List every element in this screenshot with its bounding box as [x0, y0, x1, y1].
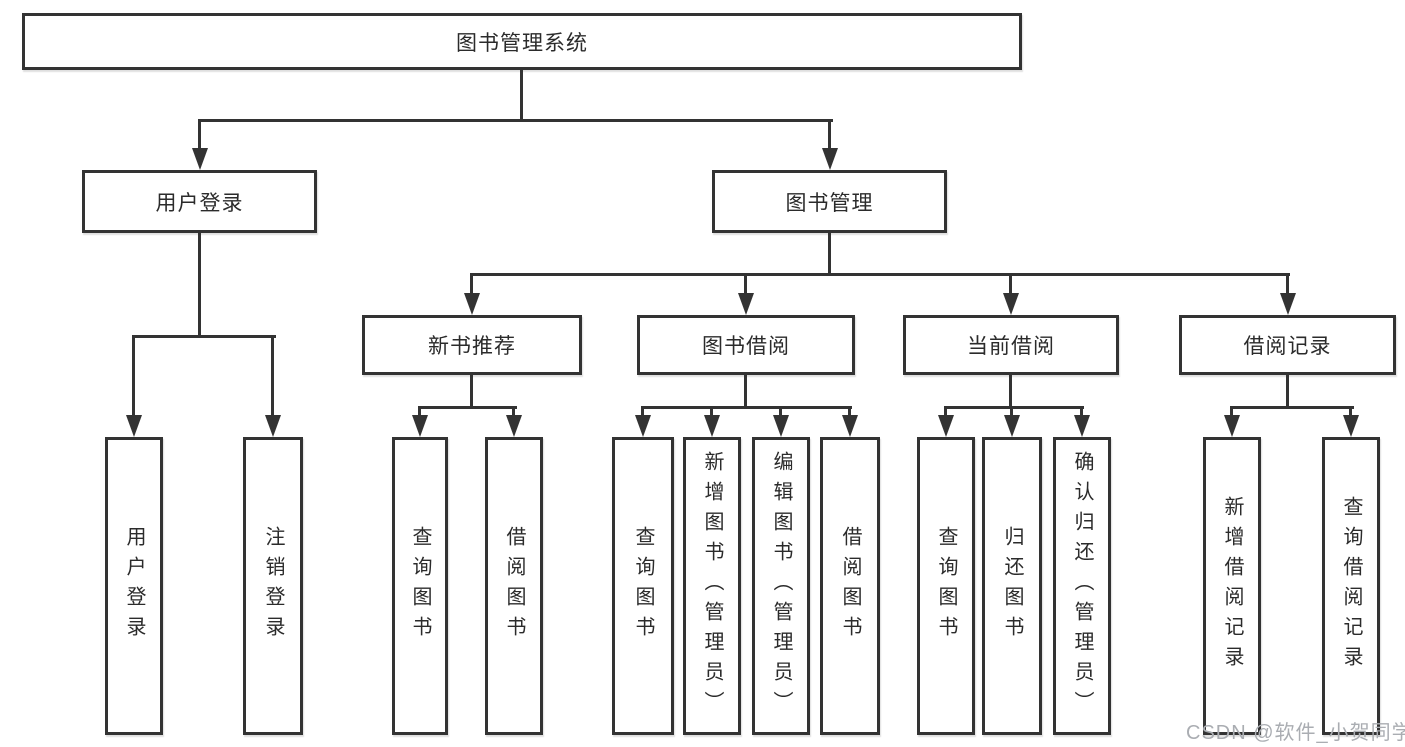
node-book-management-branch: 图书管理 [712, 170, 947, 233]
arrowhead-down-icon [1003, 293, 1019, 315]
connector-leaf-drop [848, 406, 851, 418]
leaf-borrowing-add-books-admin-label: 新增图书（管理员） [701, 451, 723, 721]
node-new-book-recommend-label: 新书推荐 [428, 335, 516, 358]
leaf-records-add-borrow-record-label: 新增借阅记录 [1221, 496, 1243, 676]
arrowhead-down-icon [464, 293, 480, 315]
node-root: 图书管理系统 [22, 13, 1022, 70]
node-user-login-branch: 用户登录 [82, 170, 317, 233]
leaf-current-confirm-return-admin: 确认归还（管理员） [1053, 437, 1111, 735]
connector-group-crossbar [641, 406, 852, 409]
connector-leaf-drop [132, 335, 135, 417]
connector-user-branch-crossbar [132, 335, 276, 338]
leaf-records-add-borrow-record: 新增借阅记录 [1203, 437, 1261, 735]
connector-user-branch-stem [198, 233, 201, 337]
connector-leaf-drop [710, 406, 713, 418]
leaf-borrowing-borrow-books: 借阅图书 [820, 437, 880, 735]
arrowhead-down-icon [842, 415, 858, 437]
leaf-borrowing-query-books: 查询图书 [612, 437, 674, 735]
leaf-borrowing-edit-books-admin-label: 编辑图书（管理员） [770, 451, 792, 721]
arrowhead-down-icon [265, 415, 281, 437]
node-user-login-branch-label: 用户登录 [155, 191, 244, 215]
leaf-current-query-books-label: 查询图书 [935, 526, 957, 646]
node-book-borrowing: 图书借阅 [637, 315, 855, 375]
connector-group-stem [744, 375, 747, 408]
node-borrowing-records-label: 借阅记录 [1243, 335, 1332, 358]
leaf-records-query-borrow-record-label: 查询借阅记录 [1340, 496, 1362, 676]
leaf-user-login: 用户登录 [105, 437, 163, 735]
connector-cat-drop [470, 273, 473, 295]
connector-cat-drop [744, 273, 747, 295]
connector-book-mgmt-drop [828, 119, 831, 149]
connector-leaf-drop [512, 406, 515, 418]
arrowhead-down-icon [412, 415, 428, 437]
arrowhead-down-icon [1074, 415, 1090, 437]
connector-leaf-drop [1080, 406, 1083, 418]
connector-leaf-drop [418, 406, 421, 418]
watermark: CSDN @软件_小贺同学 [1186, 722, 1405, 744]
leaf-newbook-query-books-label: 查询图书 [409, 526, 431, 646]
node-root-label: 图书管理系统 [456, 31, 588, 55]
arrowhead-down-icon [1343, 415, 1359, 437]
arrowhead-down-icon [738, 293, 754, 315]
arrowhead-down-icon [822, 148, 838, 170]
arrowhead-down-icon [506, 415, 522, 437]
arrowhead-down-icon [773, 415, 789, 437]
leaf-current-return-books: 归还图书 [982, 437, 1042, 735]
node-current-borrowing: 当前借阅 [903, 315, 1119, 375]
connector-book-branch-stem [828, 233, 831, 275]
arrowhead-down-icon [635, 415, 651, 437]
connector-cat-drop [1286, 273, 1289, 295]
node-book-borrowing-label: 图书借阅 [702, 335, 790, 358]
leaf-current-confirm-return-admin-label: 确认归还（管理员） [1071, 451, 1093, 721]
arrowhead-down-icon [1004, 415, 1020, 437]
connector-group-crossbar [1230, 406, 1354, 409]
connector-leaf-drop [1349, 406, 1352, 418]
connector-leaf-drop [641, 406, 644, 418]
node-new-book-recommend: 新书推荐 [362, 315, 582, 375]
connector-leaf-drop [271, 335, 274, 417]
connector-group-crossbar [418, 406, 517, 409]
connector-group-stem [1286, 375, 1289, 408]
connector-leaf-drop [779, 406, 782, 418]
leaf-records-query-borrow-record: 查询借阅记录 [1322, 437, 1380, 735]
leaf-current-query-books: 查询图书 [917, 437, 975, 735]
connector-leaf-drop [1230, 406, 1233, 418]
leaf-newbook-borrow-books-label: 借阅图书 [503, 526, 525, 646]
leaf-newbook-query-books: 查询图书 [392, 437, 448, 735]
connector-leaf-drop [1010, 406, 1013, 418]
arrowhead-down-icon [704, 415, 720, 437]
leaf-logout-label: 注销登录 [262, 526, 284, 646]
connector-group-stem [1009, 375, 1012, 408]
leaf-current-return-books-label: 归还图书 [1001, 526, 1023, 646]
node-borrowing-records: 借阅记录 [1179, 315, 1396, 375]
arrowhead-down-icon [1224, 415, 1240, 437]
connector-root-crossbar [198, 119, 833, 122]
arrowhead-down-icon [1280, 293, 1296, 315]
leaf-user-login-label: 用户登录 [123, 526, 145, 646]
node-book-management-branch-label: 图书管理 [785, 191, 874, 215]
leaf-borrowing-edit-books-admin: 编辑图书（管理员） [752, 437, 810, 735]
arrowhead-down-icon [938, 415, 954, 437]
leaf-newbook-borrow-books: 借阅图书 [485, 437, 543, 735]
connector-user-login-drop [198, 119, 201, 149]
arrowhead-down-icon [126, 415, 142, 437]
leaf-logout: 注销登录 [243, 437, 303, 735]
connector-cat-drop [1009, 273, 1012, 295]
leaf-borrowing-query-books-label: 查询图书 [632, 526, 654, 646]
arrowhead-down-icon [192, 148, 208, 170]
node-current-borrowing-label: 当前借阅 [967, 335, 1055, 358]
leaf-borrowing-borrow-books-label: 借阅图书 [839, 526, 861, 646]
connector-book-branch-crossbar [470, 273, 1290, 276]
connector-group-stem [470, 375, 473, 408]
leaf-borrowing-add-books-admin: 新增图书（管理员） [683, 437, 741, 735]
connector-root-stem [520, 70, 523, 121]
connector-leaf-drop [944, 406, 947, 418]
connector-group-crossbar [944, 406, 1084, 409]
